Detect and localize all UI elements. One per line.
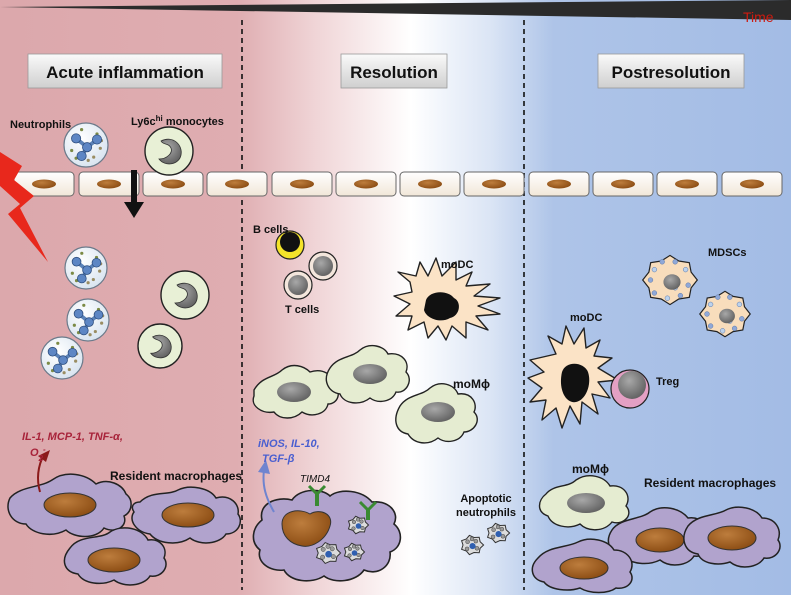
injury-bolt-icon <box>0 152 48 262</box>
modc-resolution <box>393 257 501 341</box>
endothelial-cell <box>13 171 75 197</box>
monocyte-group <box>137 126 210 369</box>
timd4-receptor-2-icon <box>358 500 378 520</box>
time-label: Time <box>743 9 774 25</box>
label-mdscs: MDSCs <box>708 247 747 259</box>
apoptotic-neutrophil <box>347 515 370 535</box>
mdsc <box>641 254 699 306</box>
endothelial-cell <box>142 171 204 197</box>
mediator-arrow-resolution-icon <box>262 469 275 513</box>
endothelial-cell <box>399 171 461 197</box>
resident-macrophage-post-1 <box>607 506 710 566</box>
endothelial-cell <box>592 171 654 197</box>
svg-text:Postresolution: Postresolution <box>611 63 730 82</box>
mediators-acute-line1: IL-1, MCP-1, TNF-α, <box>22 431 123 443</box>
resident-macrophage-acute-3 <box>63 527 167 586</box>
label-momphi-post: moMϕ <box>572 462 609 476</box>
label-modc-post: moDC <box>570 312 602 324</box>
neutrophil <box>64 246 108 290</box>
endothelial-cell <box>78 171 140 197</box>
monocyte <box>160 270 210 320</box>
phase-postresolution: Postresolution <box>597 53 745 89</box>
apoptotic-neutrophil-group <box>315 515 511 565</box>
apoptotic-neutrophil <box>486 522 511 544</box>
monocyte <box>144 126 194 176</box>
apoptotic-neutrophil <box>315 541 342 565</box>
apoptotic-neutrophil <box>343 542 366 562</box>
modc-postresolution <box>527 325 619 429</box>
label-momphi-resolution: moMϕ <box>453 377 490 391</box>
label-timd4: TIMD4 <box>300 474 330 485</box>
neutrophil <box>66 298 110 342</box>
label-apoptotic-1: Apoptotic <box>460 493 511 505</box>
endothelial-cell <box>463 171 525 197</box>
resident-macrophage-post-2 <box>683 506 781 568</box>
endothelial-cell <box>335 171 397 197</box>
label-ly6c-monocytes: Ly6chi monocytes <box>131 114 224 129</box>
treg-cell <box>610 369 650 409</box>
apoptotic-neutrophil <box>460 534 485 556</box>
t-cell-2 <box>283 270 313 300</box>
resident-macrophage-post-3 <box>531 538 633 594</box>
endothelial-cell <box>271 171 333 197</box>
svg-text:Acute inflammation: Acute inflammation <box>46 63 204 82</box>
label-t-cells: T cells <box>285 304 319 316</box>
transmigration-arrow-icon <box>124 170 144 218</box>
neutrophil <box>63 122 109 168</box>
mediators-resolution-line2: TGF-β <box>262 453 295 465</box>
label-apoptotic-2: neutrophils <box>456 507 516 519</box>
t-cell-1 <box>308 251 338 281</box>
neutrophil <box>40 336 84 380</box>
label-resident-macrophages-acute: Resident macrophages <box>110 469 242 483</box>
mdsc-group <box>641 254 751 338</box>
mediators-resolution-line1: iNOS, IL-10, <box>258 438 320 450</box>
endothelial-layer <box>13 171 783 197</box>
label-resident-macrophages-post: Resident macrophages <box>644 476 776 490</box>
resident-macrophage-acute-2 <box>131 486 242 544</box>
label-modc-resolution: moDC <box>441 259 473 271</box>
label-neutrophils: Neutrophils <box>10 119 71 131</box>
momphi-postresolution <box>538 475 630 531</box>
efferocytic-macrophage <box>252 489 402 582</box>
mediators-acute-line2: O2- <box>30 445 46 463</box>
momphi-resolution-group <box>252 344 478 444</box>
timd4-receptor-icon <box>307 484 327 506</box>
time-wedge <box>0 0 791 20</box>
label-b-cells: B cells <box>253 224 288 236</box>
phase-resolution: Resolution <box>340 53 448 89</box>
svg-text:Resolution: Resolution <box>350 63 438 82</box>
neutrophil-group <box>40 122 110 380</box>
mdsc <box>699 290 751 338</box>
endothelial-cell <box>206 171 268 197</box>
endothelial-cell <box>656 171 718 197</box>
endothelial-cell <box>721 171 783 197</box>
phase-acute: Acute inflammation <box>27 53 223 89</box>
endothelial-cell <box>528 171 590 197</box>
b-cell <box>275 230 305 260</box>
monocyte <box>137 323 183 369</box>
label-treg: Treg <box>656 376 679 388</box>
